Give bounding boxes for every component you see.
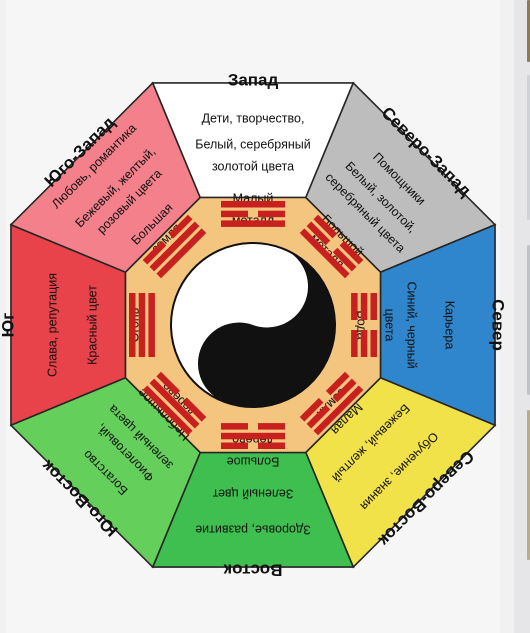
thumbnail-edge (527, 0, 530, 62)
sector-text-east: Здоровье, развитие (195, 523, 311, 537)
sector-text-north: Синий, черный (405, 281, 419, 368)
sector-text-north: цвета (383, 309, 397, 342)
trigram-north (351, 293, 377, 357)
trigram-west (221, 201, 285, 227)
sector-text-east: Большое (227, 455, 280, 469)
thumbnail-edge (527, 75, 530, 220)
trigram-south (129, 293, 155, 357)
trigram-northeast (299, 371, 364, 436)
trigram-southeast (142, 371, 207, 436)
sector-text-west: Белый, серебряный (195, 137, 311, 151)
trigram-east (221, 423, 285, 449)
sector-text-west: золотой цвета (212, 159, 294, 173)
thumbnail-edge (527, 410, 530, 560)
sector-text-east: Зеленый цвет (212, 487, 293, 501)
side-strip (514, 0, 530, 633)
sector-text-west: Дети, творчество, (202, 111, 305, 125)
yin-yang-icon (170, 242, 336, 408)
trigram-northwest (299, 214, 364, 279)
direction-label-south: Юг (0, 313, 17, 338)
sector-text-north: Карьера (443, 301, 457, 350)
trigram-southwest (142, 214, 207, 279)
direction-label-east: Восток (223, 561, 282, 580)
sector-text-south: Красный цвет (85, 285, 99, 365)
thumbnail-edge (527, 245, 530, 395)
direction-label-west: Запад (228, 70, 279, 89)
direction-label-north: Север (489, 299, 508, 351)
sector-text-south: Слава, репутация (45, 273, 59, 377)
